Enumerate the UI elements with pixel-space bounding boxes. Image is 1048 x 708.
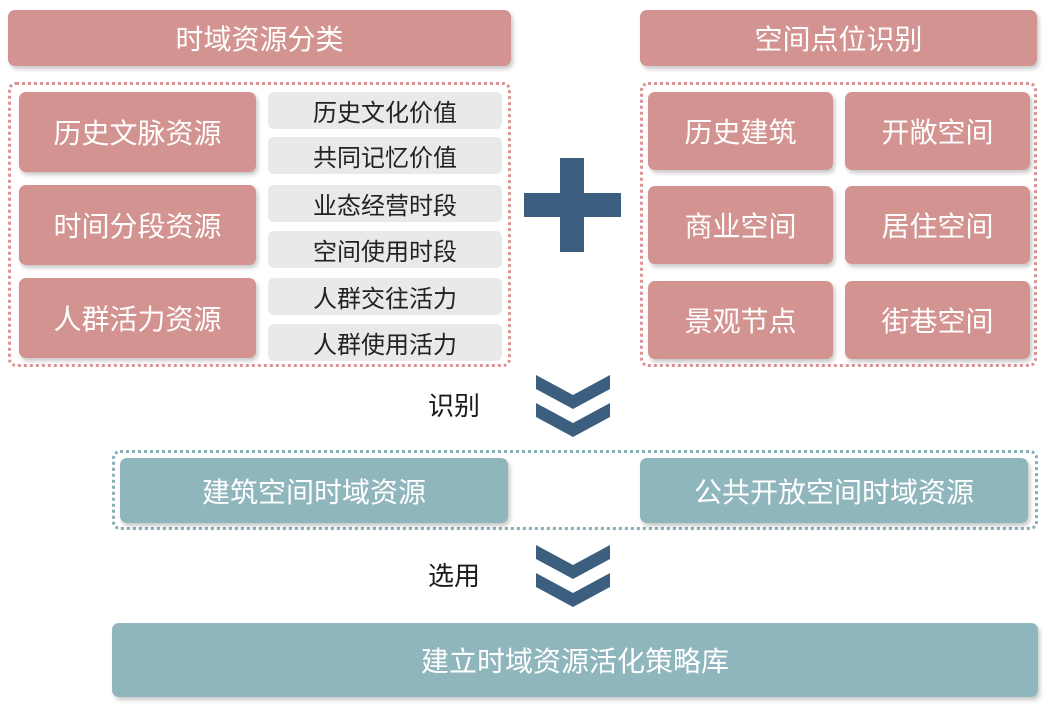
double-chevron-down-icon — [536, 375, 610, 437]
right-panel-container — [640, 82, 1037, 367]
cell-landscape-node: 景观节点 — [648, 281, 833, 359]
plus-icon — [524, 158, 621, 252]
sub-item-business-hours: 业态经营时段 — [268, 185, 502, 222]
sub-item-crowd-interaction: 人群交往活力 — [268, 278, 502, 315]
category-historical-context: 历史文脉资源 — [19, 92, 256, 172]
left-panel-title: 时域资源分类 — [8, 10, 511, 66]
cell-commercial-space: 商业空间 — [648, 186, 833, 264]
sub-item-crowd-usage: 人群使用活力 — [268, 324, 502, 361]
category-crowd-vitality: 人群活力资源 — [19, 278, 256, 358]
final-strategy-library: 建立时域资源活化策略库 — [112, 623, 1038, 697]
step-identify-label: 识别 — [428, 392, 481, 422]
cell-residential-space: 居住空间 — [845, 186, 1030, 264]
double-chevron-down-icon — [536, 545, 610, 607]
cell-open-space: 开敞空间 — [845, 92, 1030, 170]
result-public-open-space: 公共开放空间时域资源 — [640, 458, 1028, 523]
results-container — [112, 450, 1038, 530]
sub-item-historical-cultural-value: 历史文化价值 — [268, 92, 502, 129]
left-panel-container — [8, 82, 511, 367]
right-panel-title: 空间点位识别 — [640, 10, 1037, 66]
cell-street-alley-space: 街巷空间 — [845, 281, 1030, 359]
cell-historical-building: 历史建筑 — [648, 92, 833, 170]
step-select-label: 选用 — [428, 562, 481, 592]
sub-item-space-usage-hours: 空间使用时段 — [268, 231, 502, 268]
sub-item-collective-memory-value: 共同记忆价值 — [268, 137, 502, 174]
category-time-segment: 时间分段资源 — [19, 185, 256, 265]
result-building-space: 建筑空间时域资源 — [120, 458, 508, 523]
